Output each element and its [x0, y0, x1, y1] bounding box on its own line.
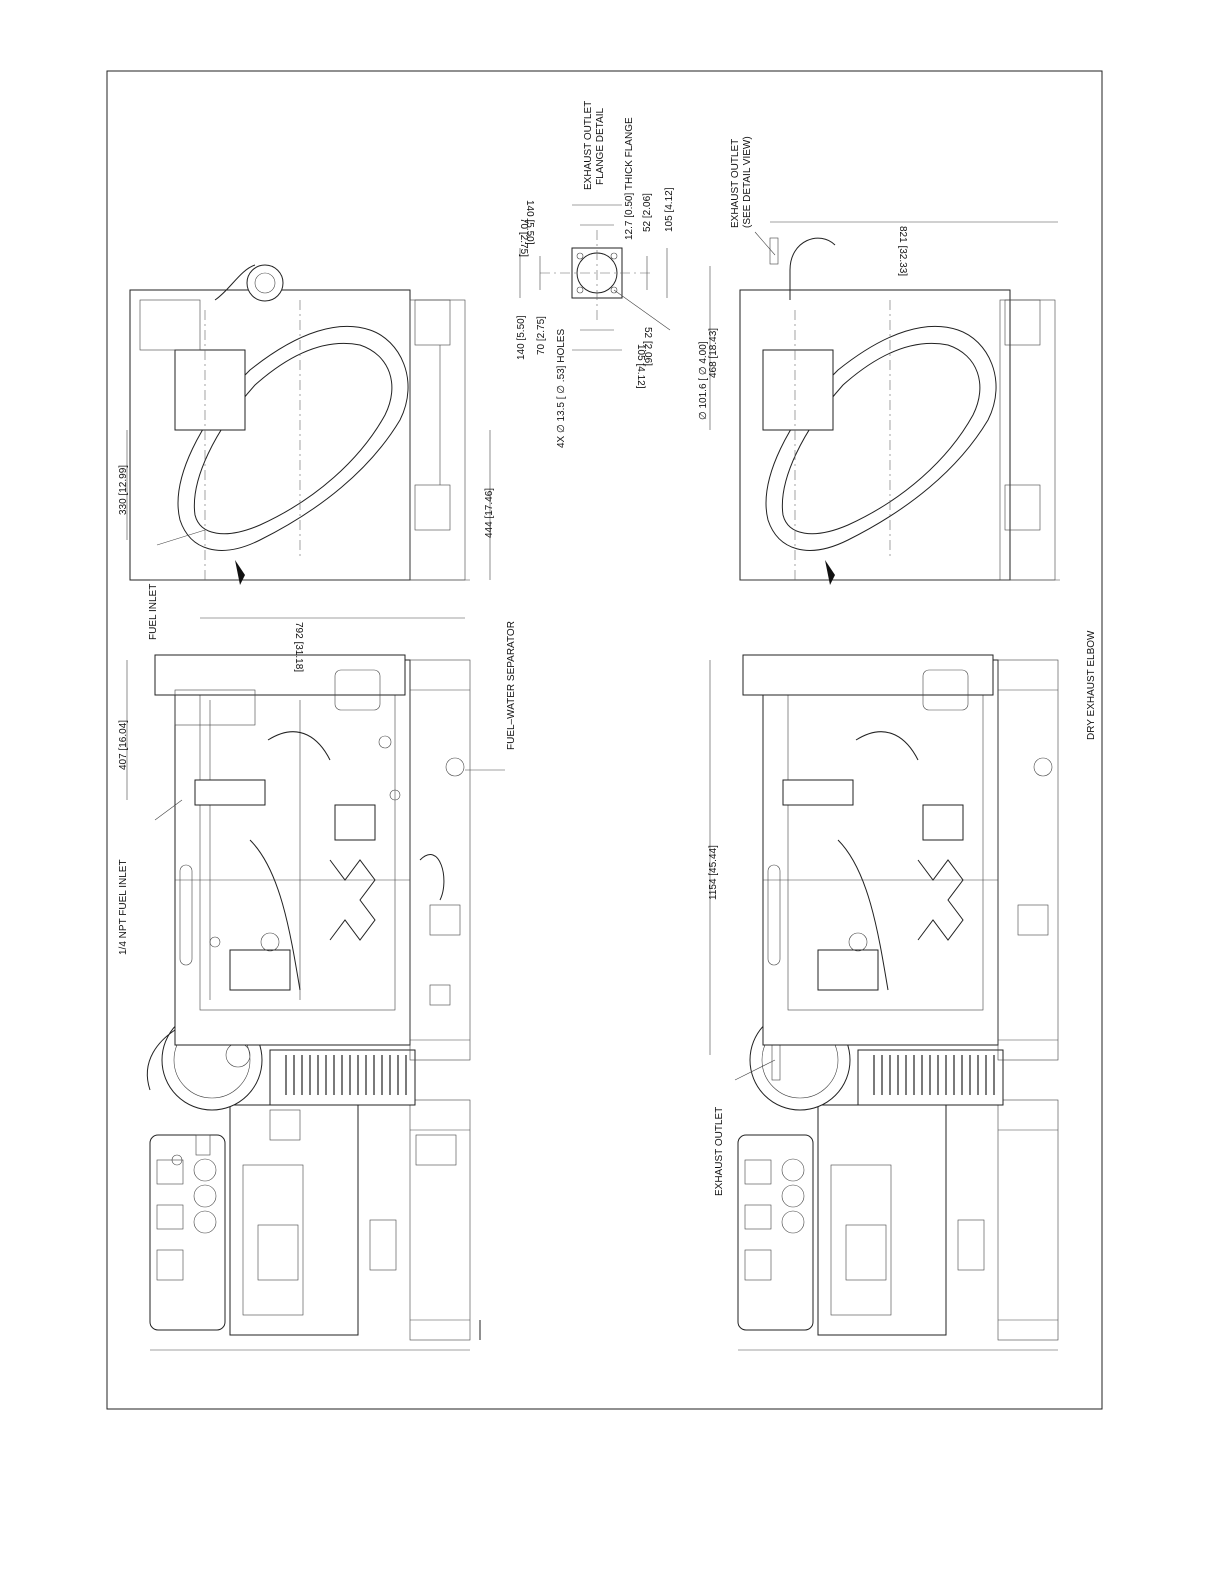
label-flange-detail-1: EXHAUST OUTLET: [583, 101, 594, 190]
label-fuel-water-separator: FUEL–WATER SEPARATOR: [506, 621, 517, 750]
label-holes: 4X ∅ 13.5 [ ∅ .53] HOLES: [556, 329, 567, 448]
dim-821: 821 [32.33]: [897, 226, 908, 276]
dimension-lines: [126, 221, 1058, 1055]
label-exhaust-outlet-detail-1: EXHAUST OUTLET: [730, 139, 741, 228]
label-npt-fuel-inlet: 1/4 NPT FUEL INLET: [118, 859, 129, 955]
dim-flange-105-b: 105 [4.12]: [664, 187, 675, 232]
label-dry-exhaust-elbow: DRY EXHAUST ELBOW: [1086, 630, 1097, 740]
sheet-border: [106, 70, 1103, 1410]
label-exhaust-outlet-detail-2: (SEE DETAIL VIEW): [742, 136, 753, 228]
engine-end-view-lower: [739, 237, 1060, 585]
dim-flange-70-b: 70 [2.75]: [518, 218, 529, 257]
dim-flange-105-a: 105 [4.12]: [635, 344, 646, 389]
dim-330: 330 [12.99]: [118, 465, 129, 515]
dim-407: 407 [16.04]: [118, 720, 129, 770]
engine-end-view-upper: [129, 264, 470, 585]
generator-side-view-lower: [737, 654, 1059, 1351]
leader-lines: [154, 231, 776, 1081]
label-flange-detail-2: FLANGE DETAIL: [595, 108, 606, 185]
label-thick-flange: 12.7 [0.50] THICK FLANGE: [624, 117, 635, 240]
label-fuel-inlet: FUEL INLET: [148, 584, 159, 640]
generator-side-view-upper: [146, 654, 481, 1351]
label-exhaust-outlet: EXHAUST OUTLET: [714, 1107, 725, 1196]
dim-468: 468 [18.43]: [708, 328, 719, 378]
label-dia-outlet: ∅ 101.6 [ ∅ 4.00]: [698, 341, 709, 420]
dim-792: 792 [31.18]: [293, 622, 304, 672]
dim-flange-52-a: 52 [2.06]: [642, 327, 653, 366]
dim-flange-52-b: 52 [2.06]: [642, 193, 653, 232]
dim-1154: 1154 [45.44]: [708, 845, 719, 900]
dim-flange-140-b: 140 [5.50]: [524, 200, 535, 245]
dim-444: 444 [17.46]: [484, 488, 495, 538]
dim-flange-140-a: 140 [5.50]: [516, 315, 527, 360]
flange-detail: [519, 204, 671, 351]
dim-flange-70-a: 70 [2.75]: [536, 316, 547, 355]
